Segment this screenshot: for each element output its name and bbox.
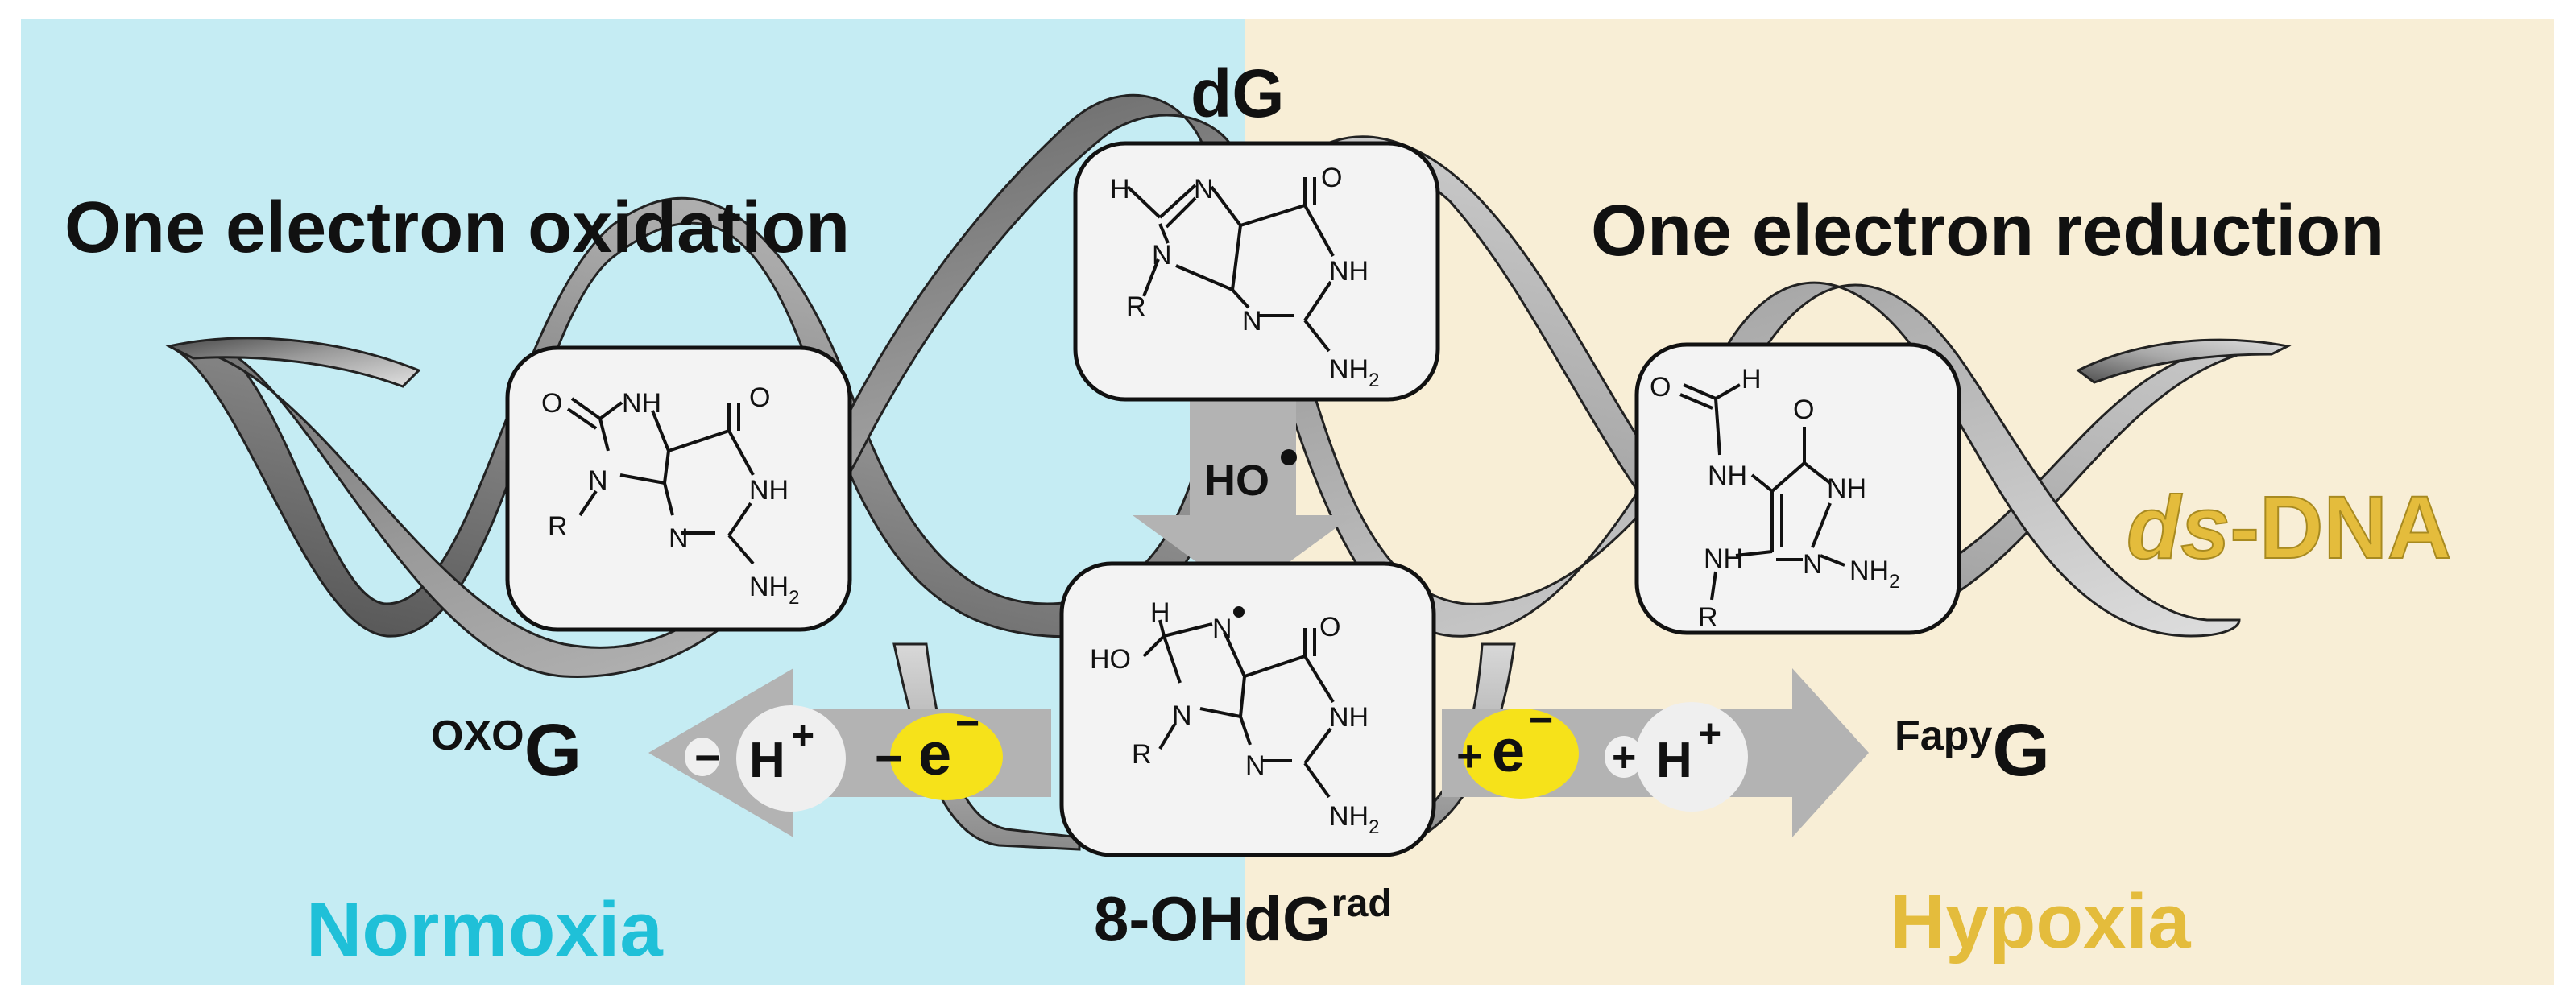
svg-text:O: O bbox=[1319, 612, 1340, 642]
svg-text:+: + bbox=[1456, 730, 1483, 781]
svg-text:N: N bbox=[1194, 174, 1214, 205]
svg-text:−: − bbox=[875, 731, 903, 785]
svg-text:O: O bbox=[1650, 372, 1671, 403]
svg-text:N: N bbox=[669, 523, 689, 554]
down-arrow bbox=[1133, 395, 1353, 596]
plus-proton-token: + H + bbox=[1605, 702, 1748, 812]
svg-text:HO: HO bbox=[1204, 457, 1269, 505]
svg-text:NH: NH bbox=[1329, 256, 1369, 287]
dna-strand-right-end bbox=[2076, 338, 2292, 384]
dna-strand-front bbox=[168, 93, 2241, 678]
svg-text:N: N bbox=[1245, 750, 1265, 781]
svg-text:H: H bbox=[1110, 174, 1130, 205]
dG-box bbox=[1073, 141, 1440, 402]
oxoG-box bbox=[505, 345, 852, 632]
svg-text:H: H bbox=[1656, 733, 1692, 788]
svg-text:NH: NH bbox=[1708, 461, 1747, 491]
plus-electron-token: + e − bbox=[1456, 697, 1579, 799]
OHdG-radical-structure: H HO N O N NH N R NH2 bbox=[1090, 597, 1379, 838]
svg-text:N: N bbox=[1152, 240, 1172, 271]
svg-text:e: e bbox=[918, 721, 951, 787]
svg-text:NH: NH bbox=[1704, 543, 1743, 574]
OHdG-radical-box bbox=[1059, 561, 1436, 857]
svg-text:N: N bbox=[1242, 306, 1262, 337]
svg-text:−: − bbox=[694, 732, 721, 783]
dna-strand-left-end bbox=[165, 337, 421, 388]
svg-text:+: + bbox=[791, 713, 814, 758]
svg-text:NH: NH bbox=[1827, 473, 1866, 504]
hydroxyl-radical-label: HO bbox=[1204, 449, 1297, 505]
svg-text:NH: NH bbox=[749, 475, 789, 506]
svg-text:N: N bbox=[1172, 700, 1192, 731]
svg-text:NH2: NH2 bbox=[1849, 556, 1899, 593]
svg-text:NH2: NH2 bbox=[1329, 354, 1379, 391]
ds-DNA-label: ds-DNA bbox=[2126, 477, 2452, 578]
minus-electron-token: − e − bbox=[875, 700, 1003, 800]
oxoG-structure: O NH O N NH N R NH2 bbox=[541, 382, 799, 609]
svg-text:−: − bbox=[955, 700, 979, 747]
svg-text:H: H bbox=[1150, 597, 1170, 628]
svg-text:O: O bbox=[1321, 163, 1342, 193]
svg-text:NH: NH bbox=[1329, 702, 1369, 733]
svg-text:+: + bbox=[1612, 734, 1636, 781]
svg-text:R: R bbox=[1132, 739, 1152, 770]
svg-text:H: H bbox=[1741, 364, 1762, 395]
fapyG-box bbox=[1634, 342, 1961, 635]
minus-proton-token: − H + bbox=[685, 705, 846, 812]
svg-text:N: N bbox=[1212, 614, 1232, 644]
svg-text:H: H bbox=[749, 733, 785, 788]
svg-text:O: O bbox=[749, 382, 770, 413]
hypoxia-label: Hypoxia bbox=[1890, 878, 2191, 965]
normoxia-label: Normoxia bbox=[306, 886, 663, 973]
oxoG-label: OXOG bbox=[431, 709, 582, 791]
svg-text:−: − bbox=[1529, 697, 1553, 744]
dG-structure: H N O N NH N R NH2 bbox=[1110, 163, 1379, 391]
svg-text:NH: NH bbox=[622, 388, 661, 419]
dG-label: dG bbox=[1191, 56, 1285, 131]
svg-text:HO: HO bbox=[1090, 644, 1131, 675]
svg-text:O: O bbox=[1793, 395, 1814, 425]
svg-text:N: N bbox=[1803, 549, 1823, 580]
svg-text:NH2: NH2 bbox=[1329, 801, 1379, 838]
svg-text:+: + bbox=[1698, 711, 1721, 756]
svg-text:R: R bbox=[1126, 291, 1146, 322]
fapyG-label: FapyG bbox=[1895, 709, 2050, 791]
fapyG-structure: O H O NH NH N NH R NH2 bbox=[1650, 364, 1899, 633]
svg-text:O: O bbox=[541, 388, 562, 419]
svg-text:R: R bbox=[1698, 602, 1718, 633]
svg-text:N: N bbox=[588, 465, 608, 496]
svg-text:e: e bbox=[1492, 717, 1525, 784]
oxidation-heading: One electron oxidation bbox=[64, 188, 851, 268]
reduction-heading: One electron reduction bbox=[1591, 191, 2385, 271]
svg-text:NH2: NH2 bbox=[749, 572, 799, 609]
svg-text:R: R bbox=[548, 511, 568, 542]
OHdG-radical-label: 8-OHdGrad bbox=[1094, 882, 1392, 954]
